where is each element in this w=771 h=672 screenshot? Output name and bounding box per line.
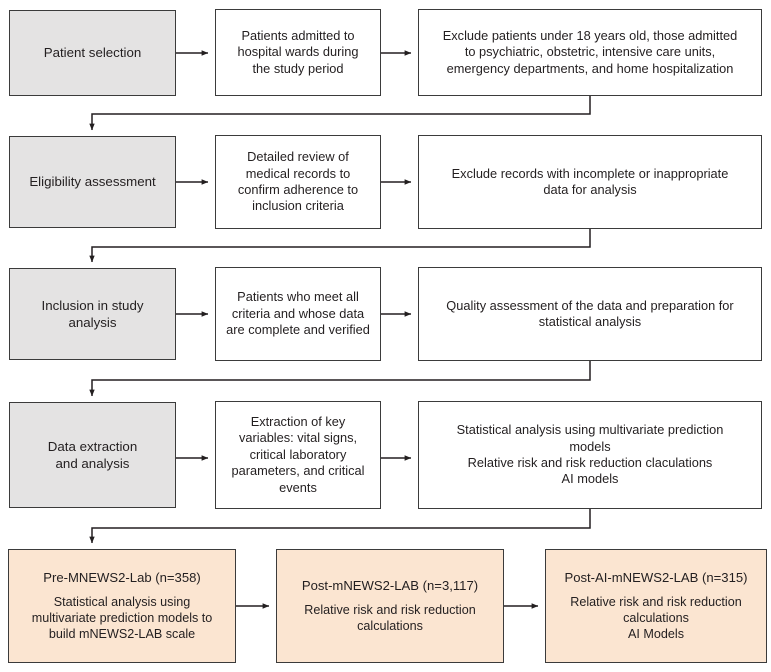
step-line: hospital wards during [237, 44, 359, 60]
result-line: calculations [623, 610, 689, 625]
stage-box-patient-selection: Patient selection [9, 10, 176, 96]
stage-box-eligibility-assessment: Eligibility assessment [9, 136, 176, 228]
result-body: Relative risk and risk reduction calcula… [304, 602, 476, 634]
quality-line: Quality assessment of the data and prepa… [446, 297, 734, 313]
analysis-line: AI models [561, 471, 619, 487]
stage-box-inclusion-in-study-analysis: Inclusion in study analysis [9, 268, 176, 360]
result-body: Statistical analysis using multivariate … [32, 594, 213, 642]
stage-box-data-extraction-and-analysis: Data extraction and analysis [9, 402, 176, 508]
quality-assessment-box: Quality assessment of the data and prepa… [418, 267, 762, 361]
exclusion-line: to psychiatric, obstetric, intensive car… [464, 44, 716, 60]
stage-label: and analysis [55, 456, 130, 471]
connector-row3-to-row4 [89, 361, 591, 397]
stage-label: analysis [68, 315, 117, 330]
result-title: Pre-MNEWS2-Lab (n=358) [43, 569, 201, 585]
result-line: multivariate prediction models to [31, 610, 213, 625]
result-title: Post-AI-mNEWS2-LAB (n=315) [564, 569, 748, 585]
step-line: Patients admitted to [241, 27, 355, 43]
step-line: variables: vital signs, [238, 430, 358, 446]
step-line: confirm adherence to [237, 182, 359, 197]
result-line: Statistical analysis using [53, 594, 191, 609]
result-line: Relative risk and risk reduction [304, 602, 476, 617]
step-box-detailed-review: Detailed review of medical records to co… [215, 135, 381, 229]
statistical-analysis-box: Statistical analysis using multivariate … [418, 401, 762, 509]
step-box-patients-meet-criteria: Patients who meet all criteria and whose… [215, 267, 381, 361]
result-body: Relative risk and risk reduction calcula… [570, 594, 742, 642]
step-line: critical laboratory [249, 446, 347, 462]
result-line: build mNEWS2-LAB scale [48, 626, 196, 641]
analysis-line: models [569, 438, 611, 454]
result-box-post-ai-mnews2-lab: Post-AI-mNEWS2-LAB (n=315) Relative risk… [545, 549, 767, 663]
stage-label: Inclusion in study [41, 297, 144, 313]
result-box-post-mnews2-lab: Post-mNEWS2-LAB (n=3,117) Relative risk … [276, 549, 504, 663]
result-line: AI Models [628, 626, 684, 641]
step-line: medical records to [245, 165, 351, 181]
result-line: calculations [357, 618, 423, 633]
step-line: criteria and whose data [231, 305, 365, 321]
step-line: parameters, and critical [231, 463, 365, 479]
step-line: Extraction of key [250, 414, 346, 430]
result-title: Post-mNEWS2-LAB (n=3,117) [301, 578, 479, 594]
analysis-line: Statistical analysis using multivariate … [456, 422, 724, 438]
step-line: Detailed review of [247, 149, 349, 165]
step-line: are complete and verified [226, 322, 370, 338]
step-line: inclusion criteria [252, 198, 344, 214]
exclusion-box-row1: Exclude patients under 18 years old, tho… [418, 9, 762, 96]
connector-row4-to-results [89, 509, 591, 544]
step-line: the study period [252, 60, 344, 76]
exclusion-line: emergency departments, and home hospital… [446, 60, 734, 76]
stage-label: Data extraction [47, 438, 138, 454]
connector-row2-to-row3 [89, 229, 591, 263]
analysis-line: Relative risk and risk reduction clacula… [467, 455, 713, 470]
connector-row1-to-row2 [89, 96, 591, 131]
quality-line: statistical analysis [538, 314, 642, 329]
result-box-pre-mnews2-lab: Pre-MNEWS2-Lab (n=358) Statistical analy… [8, 549, 236, 663]
result-line: Relative risk and risk reduction [570, 594, 742, 609]
step-box-patients-admitted: Patients admitted to hospital wards duri… [215, 9, 381, 96]
stage-label: Patient selection [43, 45, 142, 61]
exclusion-line: Exclude patients under 18 years old, tho… [442, 27, 738, 43]
step-line: Patients who meet all [237, 289, 359, 305]
step-box-extraction-of-key-variables: Extraction of key variables: vital signs… [215, 401, 381, 509]
exclusion-line: Exclude records with incomplete or inapp… [451, 165, 729, 181]
exclusion-box-row2: Exclude records with incomplete or inapp… [418, 135, 762, 229]
step-line: events [279, 479, 317, 495]
stage-label: Eligibility assessment [29, 174, 156, 190]
exclusion-line: data for analysis [543, 182, 637, 197]
